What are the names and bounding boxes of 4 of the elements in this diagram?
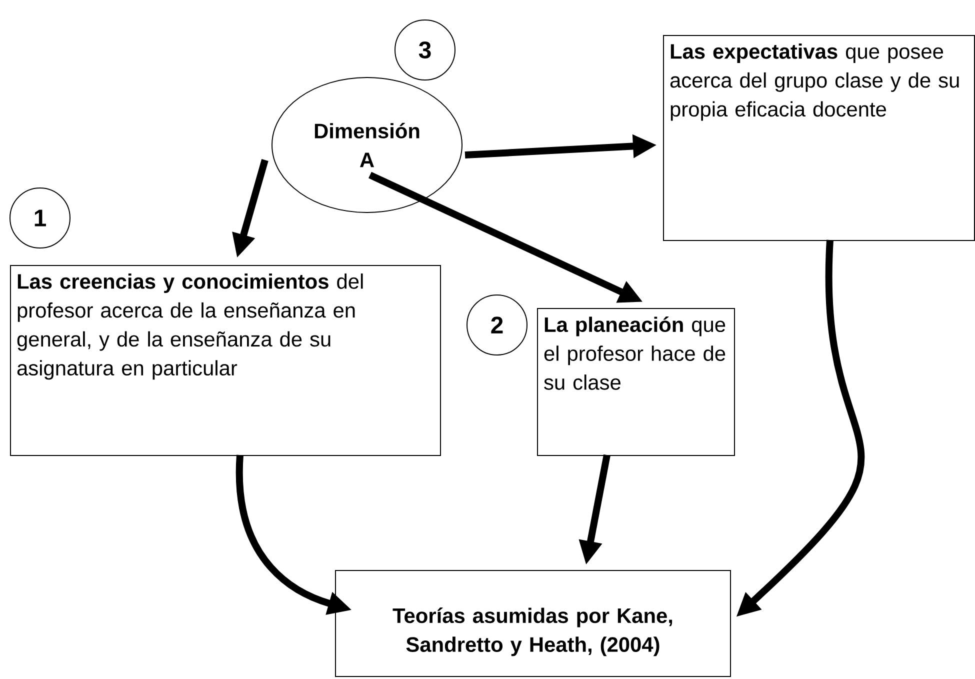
text-box: Las expectativas que posee acerca del grupo clase y de su propia eficacia docente [663, 35, 975, 241]
result-box: Teorías asumidas por Kane, Sandretto y Heath, (2004) [335, 570, 731, 677]
text-box: La planeación que el profesor hace de su clase [537, 308, 735, 456]
text-box: Las creencias y conocimientos del profesor acerca de la enseñanza en general, y de la enseñanza de su asignatura en particular [10, 265, 441, 456]
